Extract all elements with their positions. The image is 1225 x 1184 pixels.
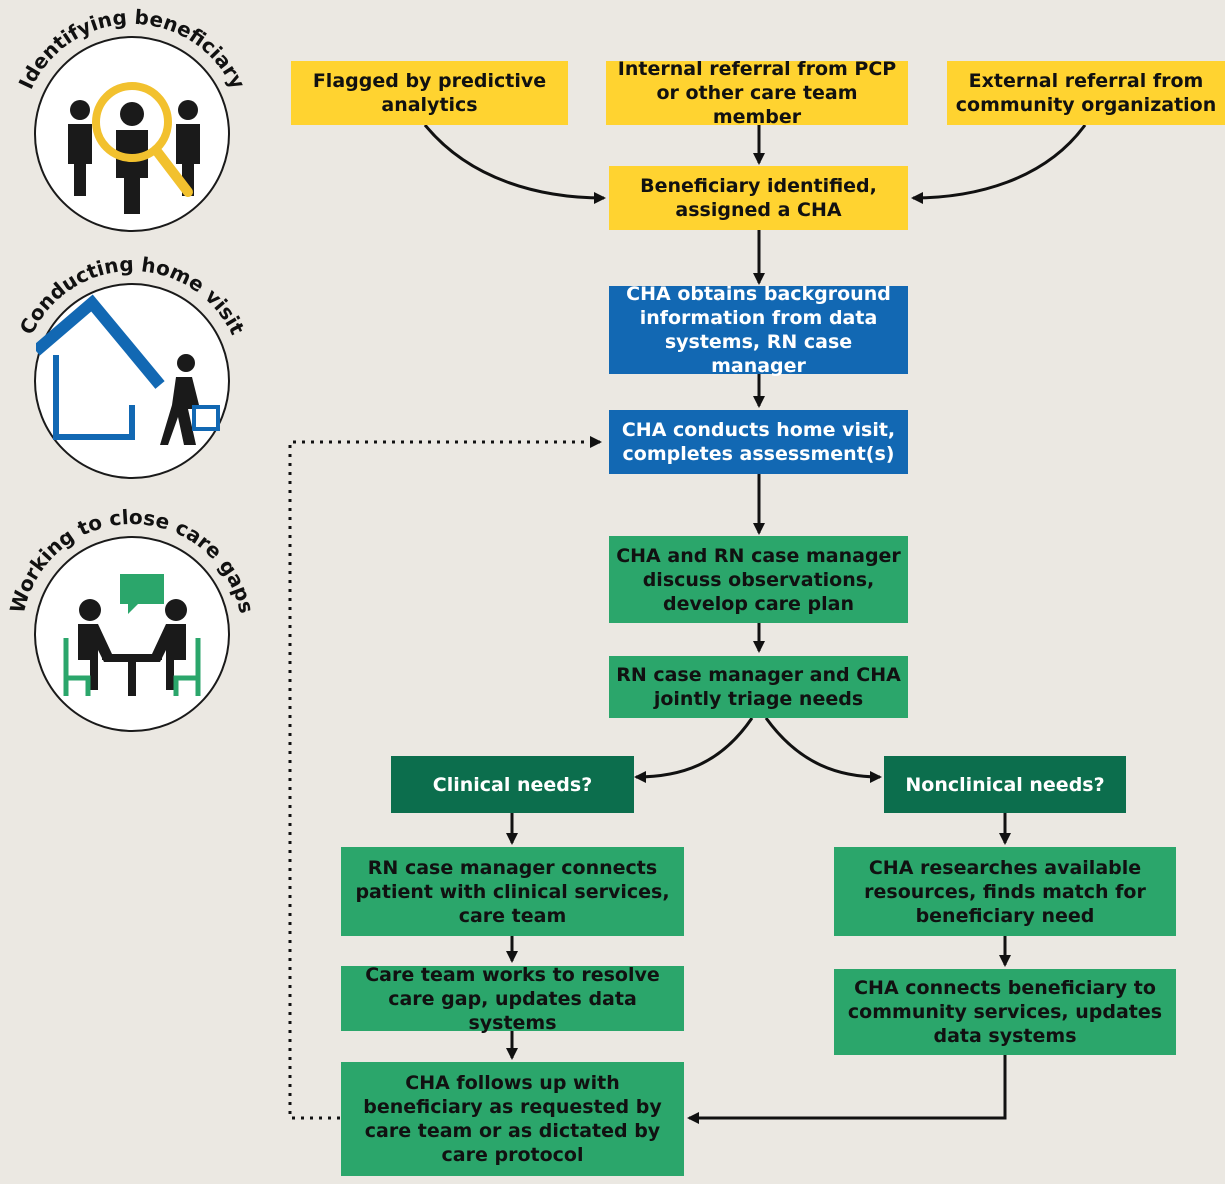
- follow-up-box: CHA follows up with beneficiary as reque…: [341, 1062, 684, 1176]
- stage-label-home-visit: Conducting home visit: [15, 252, 250, 339]
- triage-box: RN case manager and CHA jointly triage n…: [609, 656, 908, 718]
- research-resources-box: CHA researches available resources, find…: [834, 847, 1176, 936]
- home-visit-box: CHA conducts home visit, completes asses…: [609, 410, 908, 474]
- beneficiary-identified-box: Beneficiary identified, assigned a CHA: [609, 166, 908, 230]
- svg-text:Identifying beneficiary: Identifying beneficiary: [14, 5, 250, 93]
- arrow-triage-to-nonclinical: [764, 717, 882, 783]
- arrow-predictive-to-identified: [423, 124, 606, 204]
- loop-back-dotted-line: [288, 436, 602, 1120]
- house-walker-icon: [32, 294, 220, 445]
- svg-text:Conducting home visit: Conducting home visit: [15, 252, 250, 339]
- svg-text:Working to close care gaps: Working to close care gaps: [5, 505, 259, 616]
- care-gaps-icon-circle: [34, 536, 230, 732]
- magnifier-people-icon: [68, 82, 200, 214]
- stage-label-care-gaps: Working to close care gaps: [5, 505, 259, 616]
- care-plan-box: CHA and RN case manager discuss observat…: [609, 536, 908, 623]
- home-visit-icon-circle: [32, 283, 230, 479]
- arrow-triage-to-clinical: [634, 717, 754, 783]
- clinical-needs-box: Clinical needs?: [391, 756, 634, 813]
- external-referral-box: External referral from community organiz…: [947, 61, 1225, 125]
- arrow-community-to-followup: [687, 1055, 1007, 1124]
- background-info-box: CHA obtains background information from …: [609, 283, 908, 377]
- meeting-table-icon: [63, 574, 201, 696]
- resolve-care-gap-box: Care team works to resolve care gap, upd…: [341, 964, 684, 1034]
- connect-community-box: CHA connects beneficiary to community se…: [834, 969, 1176, 1055]
- stage-label-identifying: Identifying beneficiary: [14, 5, 250, 93]
- identifying-icon-circle: [34, 36, 230, 232]
- connect-clinical-box: RN case manager connects patient with cl…: [341, 847, 684, 936]
- arrow-external-to-identified: [911, 124, 1087, 204]
- internal-referral-box: Internal referral from PCP or other care…: [606, 58, 908, 128]
- nonclinical-needs-box: Nonclinical needs?: [884, 756, 1126, 813]
- predictive-analytics-box: Flagged by predictive analytics: [291, 61, 568, 125]
